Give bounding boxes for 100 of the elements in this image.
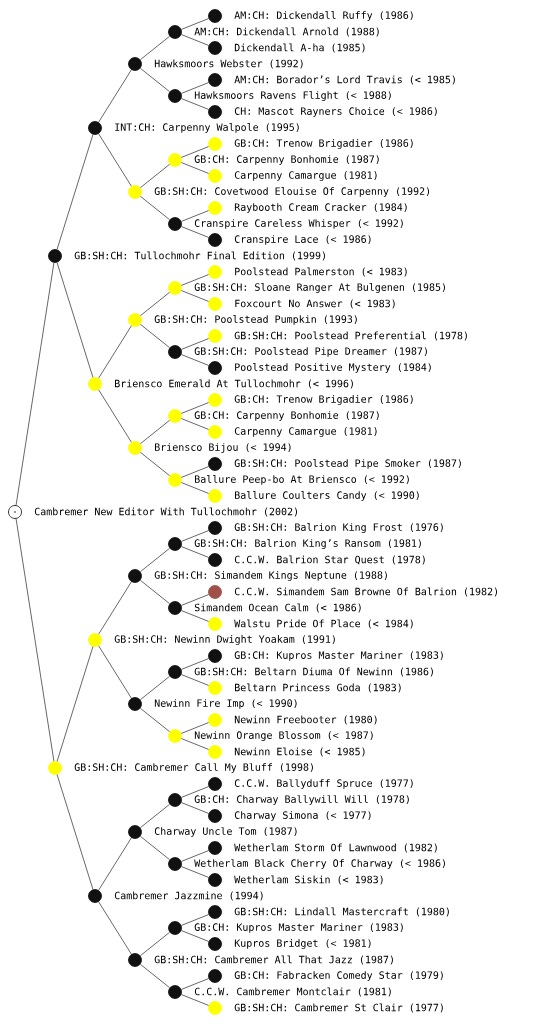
dog-name: AM:CH: Dickendall Ruffy (1986)	[234, 11, 413, 21]
dog-name: Charway Simona (< 1977)	[234, 811, 371, 821]
connector-line	[140, 964, 170, 988]
connector-line	[181, 274, 209, 286]
connector-line	[181, 466, 209, 478]
dog-name: GB:SH:CH: Poolstead Preferential (1978)	[234, 331, 467, 341]
connector-line	[56, 774, 94, 890]
connector-line	[15, 262, 55, 506]
connector-line	[181, 34, 209, 46]
connector-line	[181, 610, 209, 622]
dog-name: C.C.W. Cambremer Montclair (1981)	[194, 987, 391, 997]
dog-name: Wetherlam Black Cherry Of Charway (< 1986)	[194, 859, 445, 869]
dog-name: AM:CH: Borador’s Lord Travis (< 1985)	[234, 75, 455, 85]
dog-name: AM:CH: Dickendall Arnold (1988)	[194, 27, 379, 37]
dog-name: Newinn Freebooter (1980)	[234, 715, 377, 725]
connector-line	[181, 402, 209, 414]
connector-line	[140, 68, 170, 92]
connector-line	[140, 804, 170, 828]
dog-name: CH: Mascot Rayners Choice (< 1986)	[234, 107, 437, 117]
connector-line	[181, 482, 209, 494]
dog-name: GB:CH: Kupros Master Mariner (1983)	[194, 923, 403, 933]
connector-line	[181, 338, 209, 350]
dog-name: GB:CH: Charway Ballywill Will (1978)	[194, 795, 409, 805]
connector-line	[181, 866, 209, 878]
connector-line	[98, 645, 132, 699]
dog-name: Kupros Bridget (< 1981)	[234, 939, 371, 949]
connector-line	[181, 18, 209, 30]
dog-name: Wetherlam Storm Of Lawnwood (1982)	[234, 843, 437, 853]
dog-name: GB:SH:CH: Covetwood Elouise Of Carpenny (1992)	[154, 187, 430, 197]
dog-name: Simandem Ocean Calm (< 1986)	[194, 603, 361, 613]
connector-line	[140, 676, 170, 700]
dog-name: GB:CH: Carpenny Bonhomie (1987)	[194, 411, 379, 421]
connector-line	[140, 932, 170, 956]
connector-line	[140, 708, 170, 732]
dog-name: Newinn Orange Blossom (< 1987)	[194, 731, 373, 741]
dog-name: Hawksmoors Ravens Flight (< 1988)	[194, 91, 391, 101]
connector-line	[140, 580, 170, 604]
dog-name: C.C.W. Simandem Sam Browne Of Balrion (1982)	[234, 587, 497, 597]
dog-name: Charway Uncle Tom (1987)	[154, 827, 297, 837]
dog-name: GB:SH:CH: Balrion King’s Ransom (1981)	[194, 539, 421, 549]
dog-name: GB:CH: Carpenny Bonhomie (1987)	[194, 155, 379, 165]
connector-line	[181, 786, 209, 798]
connector-line	[98, 69, 132, 123]
dog-name: GB:SH:CH: Beltarn Diuma Of Newinn (1986)	[194, 667, 433, 677]
connector-line	[98, 837, 132, 891]
dog-name: GB:SH:CH: Simandem Kings Neptune (1988)	[154, 571, 387, 581]
connector-line	[181, 658, 209, 670]
dog-name: Carpenny Camargue (1981)	[234, 427, 377, 437]
connector-line	[140, 292, 170, 316]
dog-name: GB:CH: Trenow Brigadier (1986)	[234, 139, 413, 149]
connector-line	[181, 994, 209, 1006]
dog-name: Wetherlam Siskin (< 1983)	[234, 875, 383, 885]
dog-name: Beltarn Princess Goda (1983)	[235, 683, 401, 693]
dog-name: GB:SH:CH: Cambremer Call My Bluff (1998)	[74, 763, 313, 773]
dog-name: GB:SH:CH: Balrion King Frost (1976)	[234, 523, 443, 533]
dog-name: GB:SH:CH: Poolstead Pipe Smoker (1987)	[234, 459, 461, 469]
connector-line	[56, 262, 94, 378]
connector-line	[181, 162, 209, 174]
connector-line	[181, 738, 209, 750]
dog-name: Hawksmoors Webster (1992)	[154, 59, 303, 69]
dog-name: Cranspire Careless Whisper (< 1992)	[194, 219, 403, 229]
connector-line	[98, 325, 132, 379]
connector-line	[140, 420, 170, 444]
dog-name: Ballure Coulters Candy (< 1990)	[235, 491, 419, 501]
dog-name: Newinn Eloise (< 1985)	[234, 747, 365, 757]
connector-line	[56, 134, 94, 250]
dog-name: GB:SH:CH: Lindall Mastercraft (1980)	[234, 907, 449, 917]
connector-line	[181, 594, 209, 606]
connector-line	[181, 290, 209, 302]
connector-line	[181, 418, 209, 430]
dog-name: Carpenny Camargue (1981)	[234, 171, 377, 181]
connector-line	[181, 546, 209, 558]
connector-line	[98, 901, 132, 955]
dog-name: GB:SH:CH: Cambremer All That Jazz (1987)	[154, 955, 393, 965]
dog-name: Cranspire Lace (< 1986)	[234, 235, 371, 245]
dog-name: C.C.W. Ballyduff Spruce (1977)	[234, 779, 413, 789]
connector-line	[15, 518, 55, 762]
dog-name: GB:CH: Fabracken Comedy Star (1979)	[234, 971, 443, 981]
connector-line	[181, 930, 209, 942]
connector-line	[98, 389, 132, 443]
connector-line	[56, 646, 94, 762]
dog-name: Foxcourt No Answer (< 1983)	[235, 299, 395, 309]
dog-name: Briensco Bijou (< 1994)	[155, 443, 291, 453]
dog-name: Ballure Peep-bo At Briensco (< 1992)	[195, 475, 409, 485]
connector-line	[181, 530, 209, 542]
connector-line	[181, 226, 209, 238]
dog-name: GB:CH: Trenow Brigadier (1986)	[234, 395, 413, 405]
dog-name: Briensco Emerald At Tullochmohr (< 1996)	[115, 379, 353, 389]
dog-name: GB:SH:CH: Poolstead Pumpkin (1993)	[154, 315, 357, 325]
dog-name: GB:CH: Kupros Master Mariner (1983)	[234, 651, 443, 661]
dog-name: Poolstead Positive Mystery (1984)	[235, 363, 431, 373]
dog-name: GB:SH:CH: Poolstead Pipe Dreamer (1987)	[194, 347, 427, 357]
connector-line	[140, 324, 170, 348]
dog-name: GB:SH:CH: Sloane Ranger At Bulgenen (1985)	[194, 283, 445, 293]
dog-name: Poolstead Palmerston (< 1983)	[235, 267, 407, 277]
connector-line	[181, 98, 209, 110]
dog-name: Raybooth Cream Cracker (1984)	[234, 203, 407, 213]
dog-name: GB:SH:CH: Newinn Dwight Yoakam (1991)	[114, 635, 335, 645]
dog-name: INT:CH: Carpenny Walpole (1995)	[115, 123, 299, 133]
connector-line	[181, 722, 209, 734]
